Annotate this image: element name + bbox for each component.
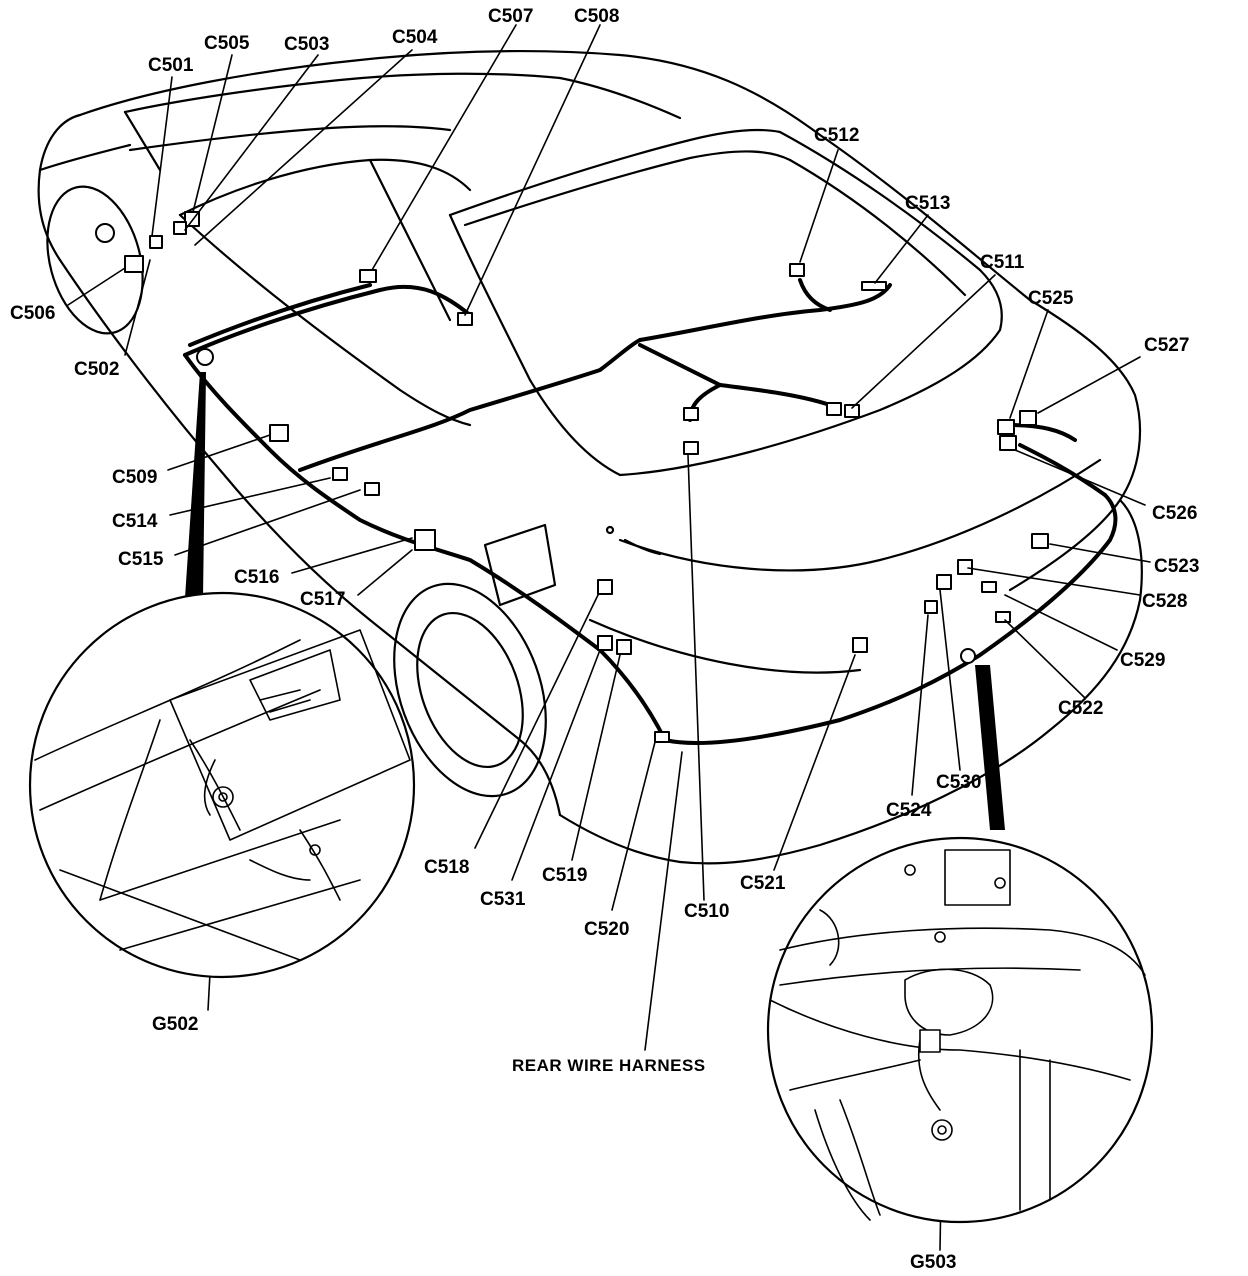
label-c507: C507 — [488, 6, 534, 27]
car-body — [37, 49, 1143, 865]
label-c514: C514 — [112, 511, 158, 532]
label-c516: C516 — [234, 567, 280, 588]
label-c523: C523 — [1154, 556, 1200, 577]
label-c513: C513 — [905, 193, 951, 214]
label-c519: C519 — [542, 865, 588, 886]
label-c531: C531 — [480, 889, 526, 910]
wire-harness — [183, 278, 1118, 746]
label-c528: C528 — [1142, 591, 1188, 612]
label-c525: C525 — [1028, 288, 1074, 309]
label-c530: C530 — [936, 772, 982, 793]
label-c504: C504 — [392, 27, 438, 48]
label-c527: C527 — [1144, 335, 1190, 356]
inset-pointers — [185, 372, 1005, 830]
inset-g502 — [28, 591, 416, 979]
label-c505: C505 — [204, 33, 250, 54]
label-g502: G502 — [152, 1014, 199, 1035]
label-rear-wire-harness: REAR WIRE HARNESS — [512, 1056, 706, 1075]
label-c517: C517 — [300, 589, 346, 610]
label-c511: C511 — [980, 252, 1025, 273]
label-c518: C518 — [424, 857, 470, 878]
label-c529: C529 — [1120, 650, 1166, 671]
label-c508: C508 — [574, 6, 620, 27]
label-c510: C510 — [684, 901, 730, 922]
leader-lines — [67, 24, 1151, 1251]
label-g503: G503 — [910, 1252, 957, 1273]
label-c502: C502 — [74, 359, 120, 380]
label-c509: C509 — [112, 467, 158, 488]
label-c520: C520 — [584, 919, 630, 940]
label-c503: C503 — [284, 34, 330, 55]
label-c524: C524 — [886, 800, 932, 821]
label-c522: C522 — [1058, 698, 1104, 719]
label-c515: C515 — [118, 549, 164, 570]
label-c501: C501 — [148, 55, 194, 76]
label-c506: C506 — [10, 303, 56, 324]
label-c512: C512 — [814, 125, 860, 146]
label-c521: C521 — [740, 873, 786, 894]
inset-g503 — [766, 836, 1154, 1224]
label-c526: C526 — [1152, 503, 1198, 524]
